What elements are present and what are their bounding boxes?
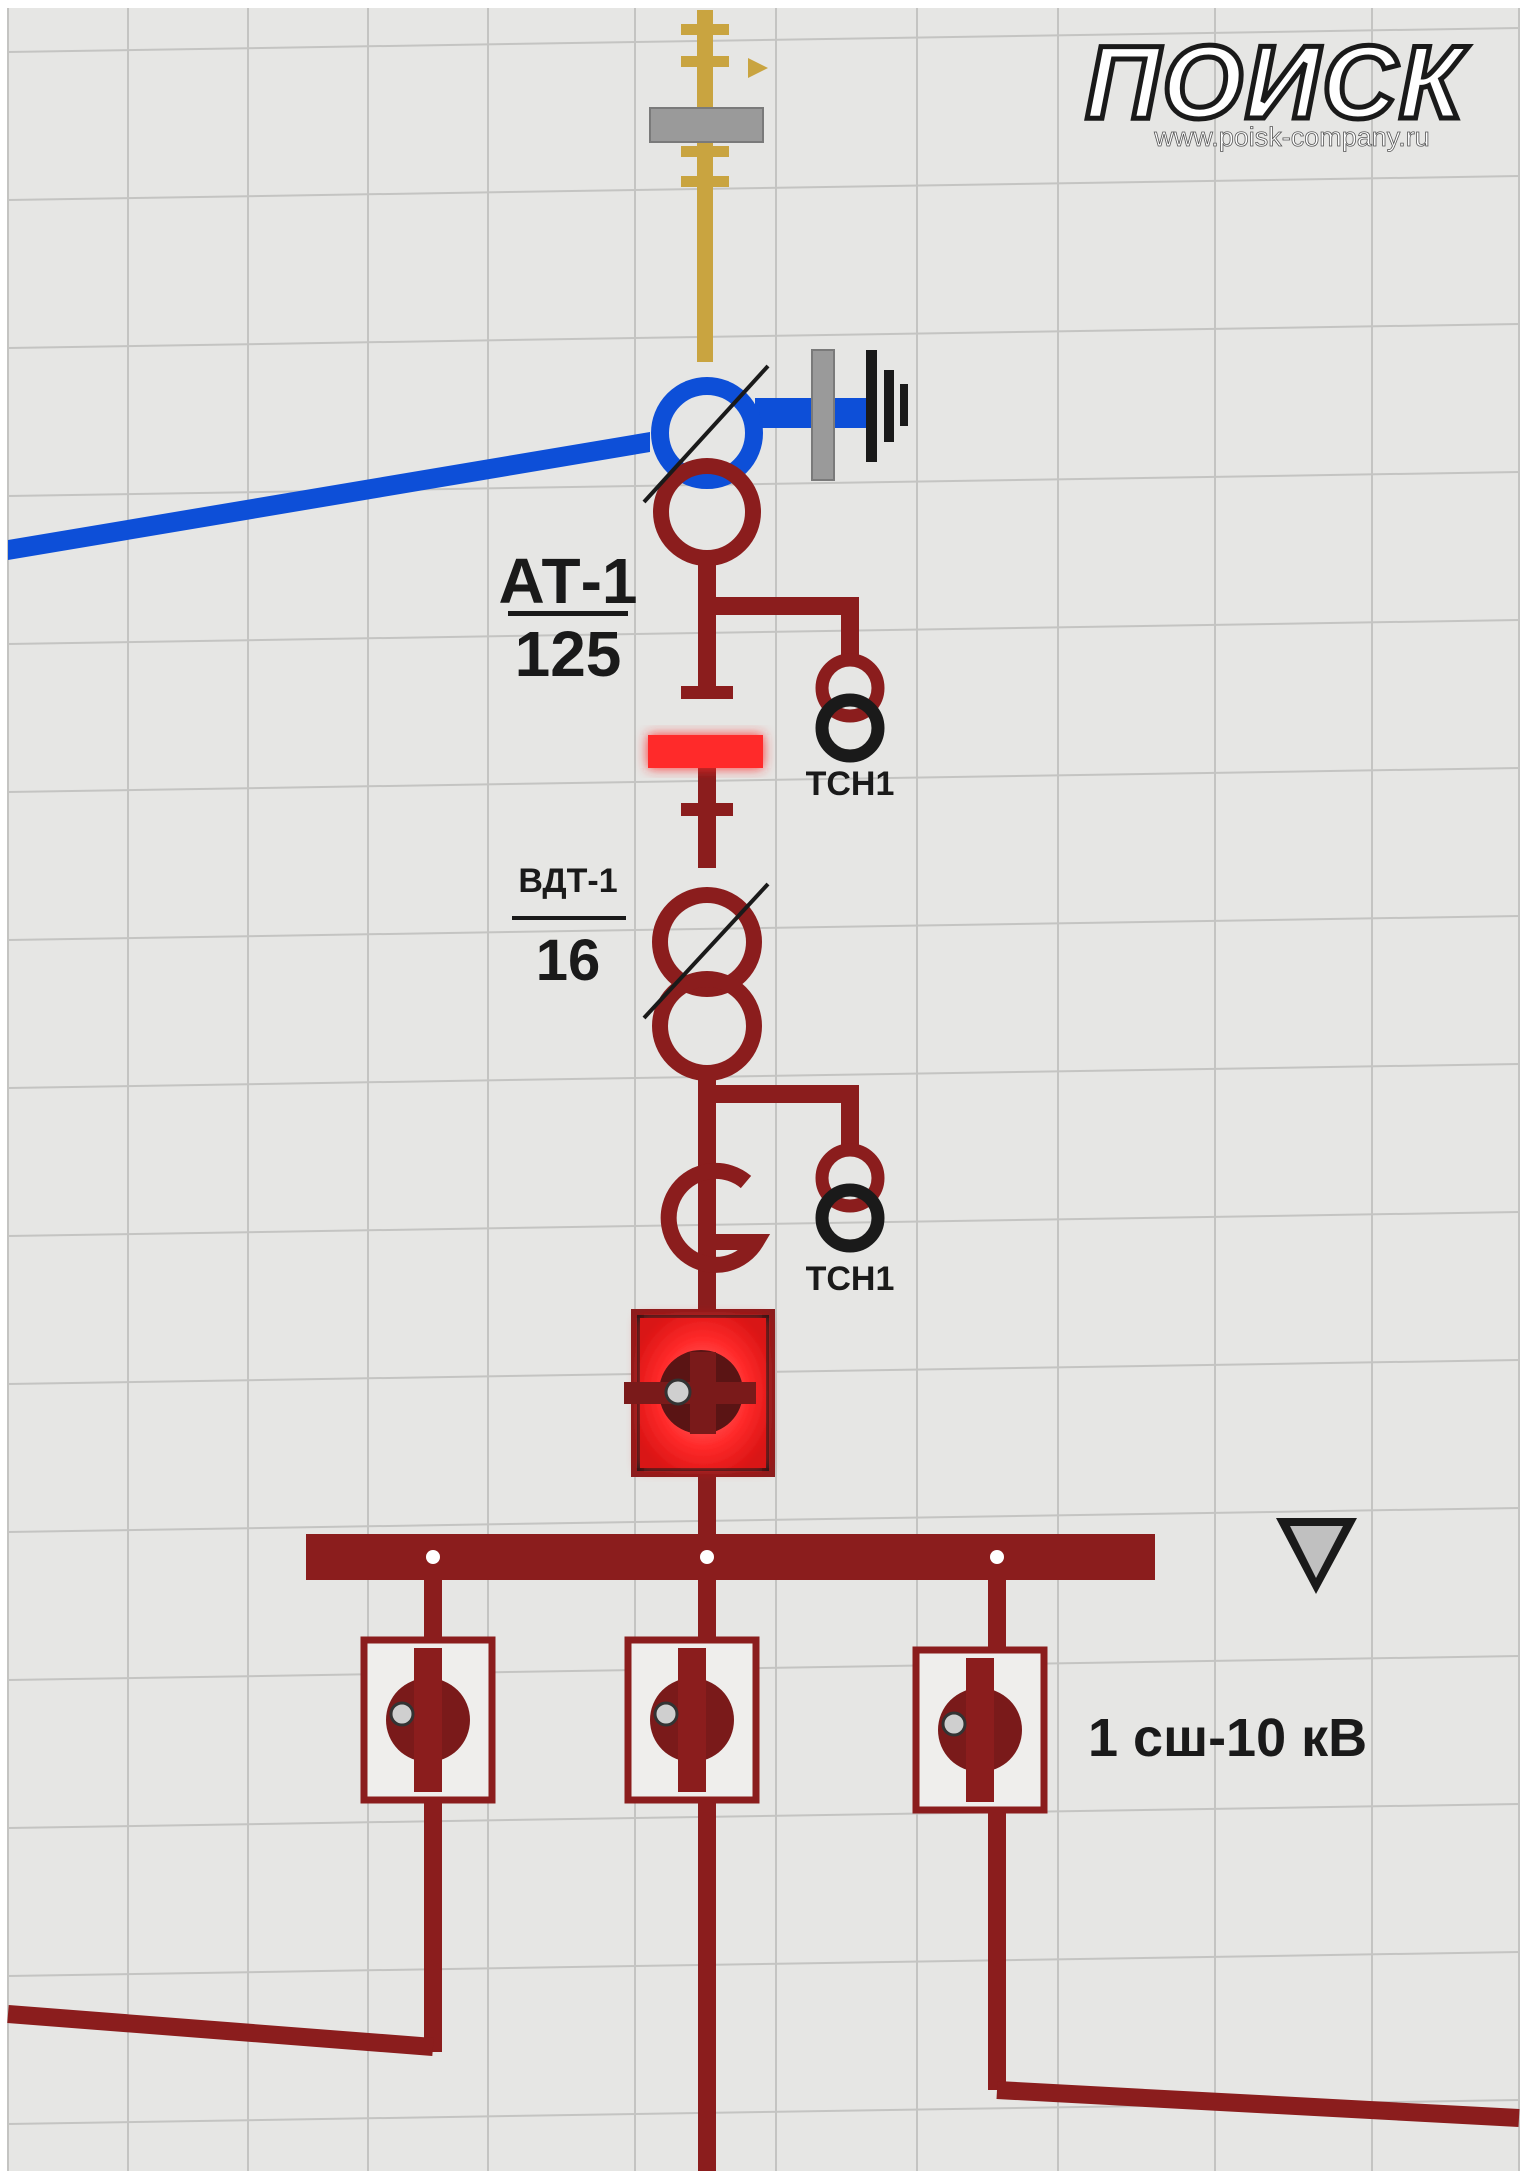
bus-label: 1 сш-10 кВ <box>1088 1708 1367 1768</box>
vdt1-regulation-arrow <box>642 882 770 1020</box>
tsn1-upper-winding <box>815 693 885 763</box>
busbar-10kv <box>306 1534 1155 1580</box>
switch-knob-icon <box>389 1701 415 1727</box>
switch-knob-icon <box>664 1378 692 1406</box>
main-breaker-switch[interactable] <box>624 1309 775 1477</box>
tsn1-lower-label: ТСН1 <box>806 1260 895 1298</box>
flag-icon <box>748 58 768 78</box>
feeder-switch-left[interactable] <box>360 1636 496 1804</box>
feeder-switch-right[interactable] <box>912 1646 1048 1814</box>
vdt1-fraction-bar <box>512 916 626 920</box>
trunk-disconnector-marks <box>681 686 733 816</box>
breaker-indicator-lit <box>648 735 763 768</box>
yellow-line <box>681 10 768 362</box>
at1-regulation-arrow <box>642 364 770 504</box>
ground-icon <box>866 350 908 462</box>
disconnector-lamp-ground <box>811 349 835 481</box>
vdt1-power: 16 <box>536 928 601 993</box>
vdt1-label: ВДТ-1 <box>518 862 617 900</box>
busbar-holes <box>426 1550 1004 1564</box>
feeder-switch-center[interactable] <box>624 1636 760 1804</box>
disconnector-lamp-top <box>649 107 764 143</box>
triangle-inner <box>1290 1526 1343 1578</box>
switch-knob-icon <box>653 1701 679 1727</box>
logo-url: www.poisk-company.ru <box>1153 122 1430 152</box>
tsn1-lower-winding <box>815 1183 885 1253</box>
logo-name: ПОИСК <box>1085 25 1469 141</box>
company-logo: ПОИСК www.poisk-company.ru <box>1083 23 1470 153</box>
at1-label: АТ-1 <box>498 545 637 617</box>
switch-knob-icon <box>941 1711 967 1737</box>
at1-fraction-bar <box>508 611 628 616</box>
tsn1-upper-label: ТСН1 <box>806 765 895 803</box>
at1-power: 125 <box>515 618 622 690</box>
